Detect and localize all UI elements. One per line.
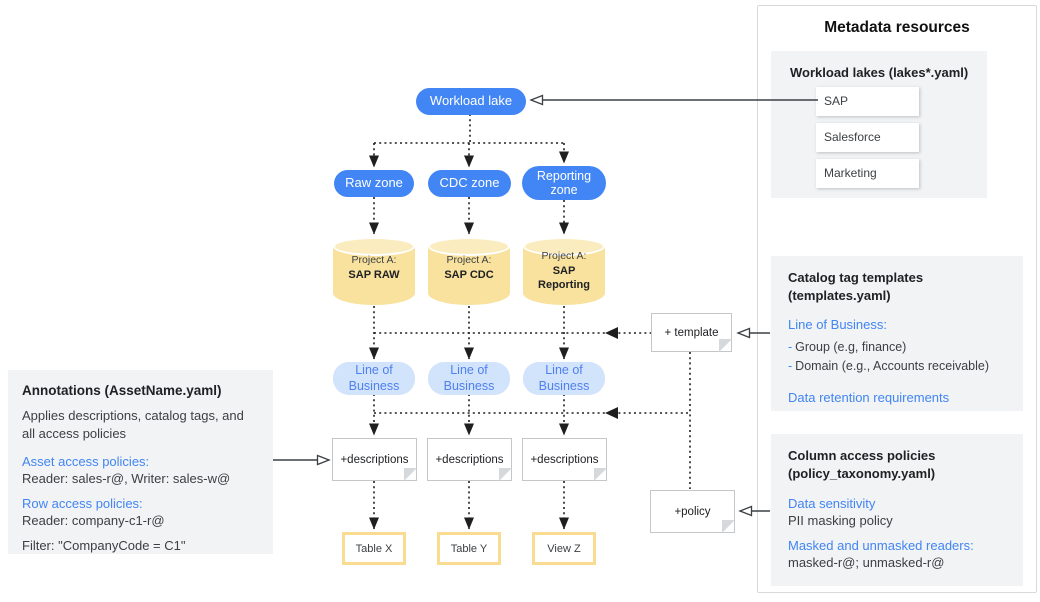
descriptions-note: +descriptions [427,438,512,481]
catalog-templates-heading: Catalog tag templates (templates.yaml) [788,270,924,303]
project-prefix: Project A: [446,254,492,266]
project-sap-cdc-cylinder: Project A: SAP CDC [428,237,510,305]
project-name: SAP CDC [444,268,494,281]
column-policies-heading: Column access policies (policy_taxonomy.… [788,448,936,481]
catalog-templates-section: Catalog tag templates (templates.yaml) L… [771,256,1023,411]
project-sap-raw-cylinder: Project A: SAP RAW [333,237,415,305]
data-retention-heading: Data retention requirements [788,389,950,405]
table-x-node: Table X [342,532,406,565]
line-of-business-node: Line of Business [333,362,415,395]
folded-corner [722,520,735,533]
annotations-title: Annotations (AssetName.yaml) [22,383,222,398]
masked-readers-value: masked-r@; unmasked-r@ [788,555,945,571]
asset-access-policies-value: Reader: sales-r@, Writer: sales-w@ [22,470,231,486]
folded-corner [719,339,732,352]
folded-corner [404,468,417,481]
view-z-node: View Z [532,532,596,565]
line-of-business-label: Line of Business [443,362,495,393]
inline-arrowheads [605,327,618,419]
metadata-resources-title: Metadata resources [824,19,970,36]
raw-zone-node: Raw zone [334,170,414,197]
folded-corner [499,468,512,481]
lake-card-marketing: Marketing [816,159,919,188]
cylinder-lid [333,237,415,256]
view-z-label: View Z [547,542,581,555]
template-note: + template [651,313,732,352]
masked-readers-heading: Masked and unmasked readers: [788,538,974,554]
template-label: + template [664,326,719,339]
cylinder-lid [523,237,605,256]
workload-lake-node: Workload lake [416,88,526,115]
asset-access-policies-heading: Asset access policies: [22,453,150,469]
policy-label: +policy [674,505,711,518]
lob-bullet-group: -Group (e.g, finance) [788,338,1006,357]
table-y-label: Table Y [450,542,488,555]
cdc-zone-node: CDC zone [428,170,511,197]
descriptions-label: +descriptions [340,453,409,466]
table-y-node: Table Y [437,532,501,565]
metadata-resources-panel: Metadata resources Workload lakes (lakes… [757,5,1037,593]
bullet-text: Domain (e.g., Accounts receivable) [795,358,990,373]
data-sensitivity-heading: Data sensitivity [788,496,876,512]
workload-lake-label: Workload lake [429,93,513,109]
descriptions-note: +descriptions [522,438,607,481]
reporting-zone-label: Reporting zone [536,168,592,197]
annotations-panel: Annotations (AssetName.yaml) Applies des… [8,370,273,554]
descriptions-label: +descriptions [530,453,599,466]
workload-lakes-heading: Workload lakes (lakes*.yaml) [790,65,969,80]
table-x-label: Table X [355,542,393,555]
descriptions-label: +descriptions [435,453,504,466]
lake-card-sap: SAP [816,87,919,116]
lob-bullet-domain: -Domain (e.g., Accounts receivable) [788,357,1006,376]
project-name: SAP RAW [348,268,400,281]
descriptions-note: +descriptions [332,438,417,481]
lake-card-salesforce: Salesforce [816,123,919,152]
policy-note: +policy [650,490,735,533]
row-access-policies-value: Reader: company-c1-r@ [22,512,165,528]
bullet-dash: - [788,340,793,355]
lob-template-heading: Line of Business: [788,317,888,333]
project-prefix: Project A: [351,254,397,266]
cdc-zone-label: CDC zone [439,175,500,191]
folded-corner [594,468,607,481]
line-of-business-node: Line of Business [523,362,605,395]
project-name: SAP Reporting [538,264,590,292]
line-of-business-node: Line of Business [428,362,510,395]
workload-lakes-section: Workload lakes (lakes*.yaml) SAP Salesfo… [771,51,987,198]
line-of-business-label: Line of Business [538,362,590,393]
line-of-business-label: Line of Business [348,362,400,393]
raw-zone-label: Raw zone [345,175,403,191]
project-prefix: Project A: [541,250,587,262]
bullet-dash: - [788,358,793,373]
project-sap-reporting-cylinder: Project A: SAP Reporting [523,237,605,305]
bullet-text: Group (e.g, finance) [795,340,907,355]
annotations-description: Applies descriptions, catalog tags, and … [22,408,244,441]
reporting-zone-node: Reporting zone [522,166,606,200]
row-access-policies-heading: Row access policies: [22,495,143,511]
column-policies-section: Column access policies (policy_taxonomy.… [771,434,1023,586]
filter-value: Filter: "CompanyCode = C1" [22,537,186,553]
cylinder-lid [428,237,510,256]
data-sensitivity-value: PII masking policy [788,513,893,529]
